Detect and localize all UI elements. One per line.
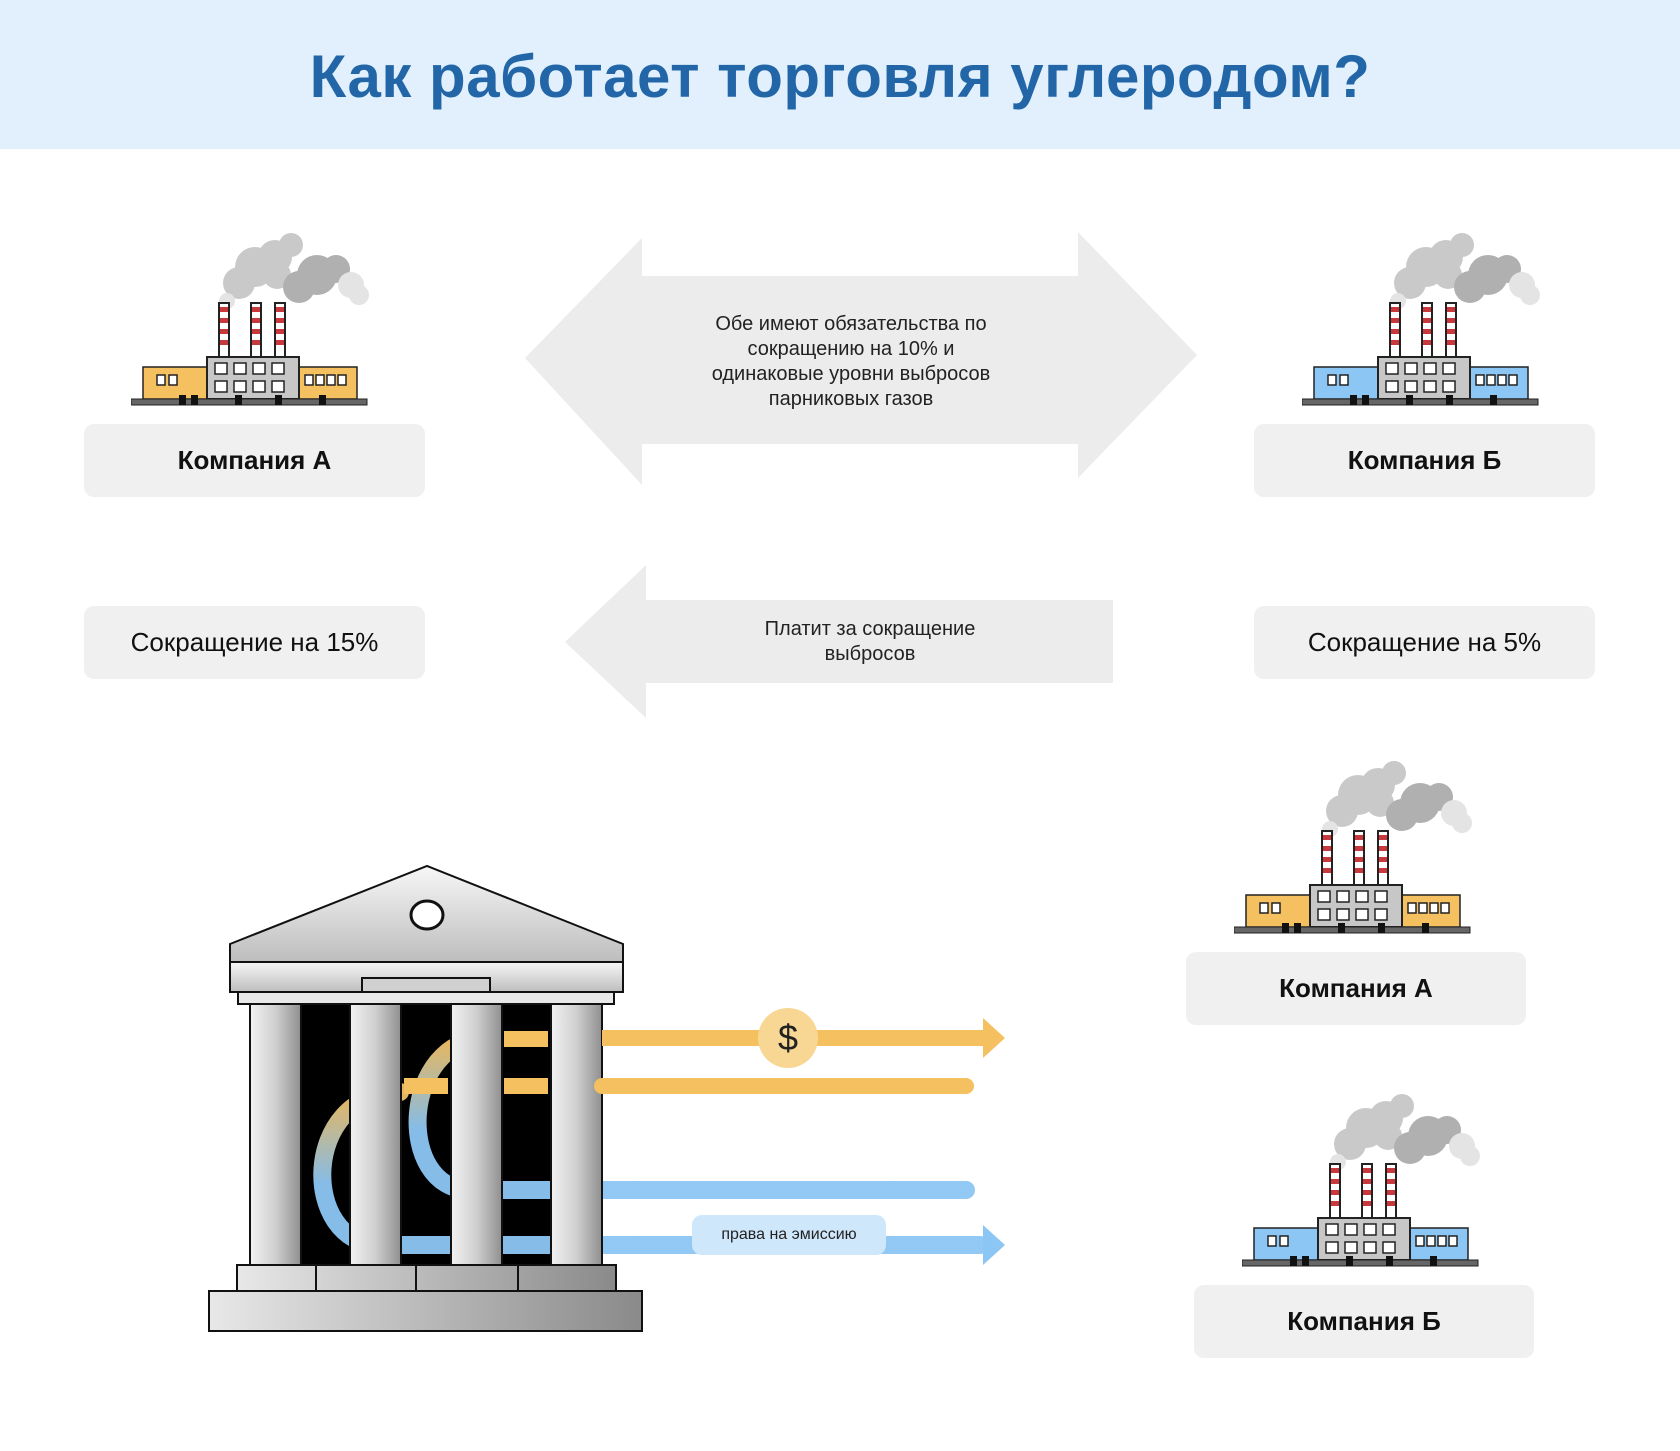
factory-icon — [1242, 1093, 1481, 1267]
double-arrow — [525, 232, 1197, 485]
page-title: Как работает торговля углеродом? — [309, 43, 1371, 110]
header-banner: Как работает торговля углеродом? — [0, 0, 1680, 149]
company-b-label-bottom: Компания Б — [1194, 1285, 1534, 1358]
factory-icon — [1234, 760, 1473, 934]
emission-rights-label: права на эмиссию — [692, 1215, 886, 1255]
bank-building-icon — [208, 864, 989, 1332]
payment-arrow — [565, 565, 1113, 718]
obligations-text: Обе имеют обязательства по сокращению на… — [711, 313, 991, 410]
rights-flow-arrow — [983, 1225, 1005, 1265]
company-a-label-bottom: Компания А — [1186, 952, 1526, 1025]
company-b-label-top: Компания Б — [1254, 424, 1595, 497]
reduction-b-label: Сокращение на 5% — [1254, 606, 1595, 679]
payment-text: Платит за сокращение выбросов — [764, 618, 976, 665]
reduction-a-label: Сокращение на 15% — [84, 606, 425, 679]
company-a-label-top: Компания А — [84, 424, 425, 497]
factory-icon — [1302, 232, 1541, 406]
dollar-icon: $ — [758, 1008, 818, 1068]
factory-icon — [131, 232, 370, 406]
